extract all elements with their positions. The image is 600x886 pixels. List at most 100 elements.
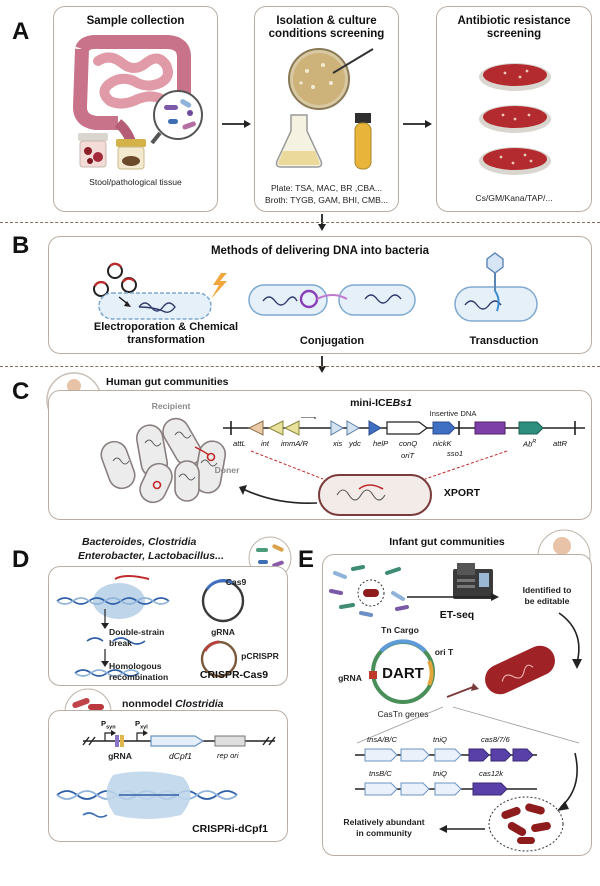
- target-bacterium-illustration: [446, 645, 555, 698]
- section-divider-ab: [0, 222, 600, 223]
- electroporation-label-line2: transformation: [127, 333, 205, 346]
- curved-arrow-to-community-icon: [557, 752, 578, 811]
- abundant-arrow-icon: [439, 825, 485, 833]
- sample-collection-box: Sample collection Stool/pathological tis…: [53, 6, 218, 212]
- genera-line1: Bacteroides, Clostridia: [82, 536, 197, 548]
- p-xyl-text: P: [135, 719, 141, 728]
- petri-dish-stack-illustration: [479, 63, 551, 175]
- identified-arrow-icon: [407, 593, 499, 601]
- intestine-illustration: [72, 35, 203, 170]
- grna-label: gRNA: [211, 627, 235, 637]
- homologous-line2: recombination: [109, 672, 169, 683]
- crispr-cas9-label: CRISPR-Cas9: [199, 669, 269, 681]
- grna-construct-label: gRNA: [108, 751, 132, 761]
- p-syn-sub: syn: [106, 724, 116, 731]
- double-strain-break-label: Double-strain break: [109, 627, 169, 649]
- infant-gut-title: Infant gut communities: [389, 536, 505, 548]
- double-strain-line2: break: [109, 638, 132, 649]
- curved-arrow-down-icon: [558, 612, 582, 669]
- crispri-dcpf1-label: CRISPRi-dCpf1: [192, 823, 268, 835]
- antibiotic-list-caption: Cs/GM/Kana/TAP/...: [475, 193, 553, 203]
- gene-imma-r: immA/R: [281, 439, 308, 448]
- gene-conq: conQ: [399, 439, 418, 448]
- conjugation-label: Conjugation: [299, 335, 365, 347]
- p-syn-text: P: [101, 719, 107, 728]
- mini-ice-title: mini-ICEBs1: [321, 397, 441, 409]
- operon1-tnsabc: tnsA/B/C: [367, 735, 397, 744]
- sample-collection-title: Sample collection: [86, 15, 185, 27]
- zoom-lines: [356, 706, 580, 744]
- et-seq-label: ET-seq: [439, 609, 475, 621]
- identified-line2: be editable: [524, 596, 570, 607]
- nonmodel-italic: Clostridia: [175, 698, 224, 710]
- sequencer-icon: [453, 563, 493, 599]
- operon2-cas12k: cas12k: [479, 769, 504, 778]
- arrow-a1-icon: [222, 120, 251, 128]
- mini-ice-gene-map: [223, 417, 585, 436]
- plate-media-text: Plate: TSA, MAC, BR ,CBA...: [270, 183, 383, 193]
- broth-media-text: Broth: TYGB, GAM, BHI, CMB...: [264, 195, 389, 205]
- operon1-tniq: tniQ: [433, 735, 447, 744]
- electroporation-illustration: [93, 262, 227, 320]
- dcpf1-binding-illustration: [56, 771, 238, 819]
- insertive-dna-label: Insertive DNA: [429, 409, 477, 418]
- panel-c-letter: C: [12, 378, 30, 405]
- antibiotic-resistance-box: Antibiotic resistance screening Cs/GM/Ka…: [436, 6, 592, 212]
- cas9-plasmid-illustration: [201, 579, 245, 623]
- tn-cargo-label: Tn Cargo: [381, 625, 419, 635]
- isolation-title: Isolation & culture conditions screening: [268, 15, 385, 41]
- identified-line1: Identified to: [522, 585, 572, 595]
- pcrispr-label: pCRISPR: [241, 651, 279, 661]
- gene-int: int: [261, 439, 270, 448]
- castn-genes-label: CasTn genes: [377, 709, 429, 719]
- crispri-box: Psyn Pxyl gRNA dCpf1 rep ori CRISPRi-dCp…: [48, 710, 288, 842]
- crispr-cas9-box: Double-strain break Homologous recombina…: [48, 566, 288, 686]
- gene-attl: attL: [233, 439, 246, 448]
- gene-sso1: sso1: [447, 449, 464, 458]
- p-syn-label: Psyn: [101, 719, 116, 731]
- operon1-cas876: cas8/7/6: [481, 735, 510, 744]
- gene-orit: oriT: [401, 451, 415, 460]
- pcrispr-plasmid-illustration: [200, 640, 238, 678]
- gene-help: helP: [373, 439, 389, 448]
- genera-line2: Enterobacter, Lactobacillus...: [78, 550, 224, 562]
- xport-cell-illustration: [250, 450, 508, 516]
- culture-plate-illustration: [275, 48, 374, 170]
- cas9-label: Cas9: [225, 577, 247, 587]
- gene-ydc: ydc: [349, 439, 361, 448]
- human-gut-title: Human gut communities: [106, 376, 229, 388]
- isolation-box: Isolation & culture conditions screening…: [254, 6, 399, 212]
- dna-delivery-box: Methods of delivering DNA into bacteria …: [48, 236, 592, 354]
- gut-bacteria-community-illustration: [100, 417, 227, 504]
- rep-ori-label: rep ori: [217, 751, 239, 760]
- arrow-a-down-icon: [318, 214, 326, 231]
- gene-attr: attR: [553, 439, 567, 448]
- abundant-line2: in community: [356, 828, 412, 839]
- panel-e-letter: E: [298, 546, 315, 573]
- operon2-tniq: tniQ: [433, 769, 447, 778]
- gene-ab-superscript: R: [532, 439, 537, 445]
- arrow-a2-icon: [403, 120, 432, 128]
- infant-community-illustration: [329, 565, 409, 617]
- panel-a-letter: A: [12, 18, 30, 45]
- relatively-abundant-label: Relatively abundant in community: [329, 817, 439, 839]
- panel-d-letter: D: [12, 546, 30, 573]
- xport-return-arrow-icon: [239, 485, 318, 505]
- xport-label: XPORT: [443, 487, 481, 499]
- electroporation-label: Electroporation & Chemical transformatio…: [61, 321, 271, 346]
- dart-plasmid-illustration: [369, 639, 435, 704]
- ori-t-label: ori T: [434, 647, 454, 657]
- castn-operon-map: [355, 748, 537, 796]
- gene-nickk: nickK: [433, 439, 452, 448]
- p-xyl-label: Pxyl: [135, 719, 148, 731]
- xport-box: Recipient Doner mini-ICEBs1 Insertive DN…: [48, 390, 592, 520]
- cas9-cutting-illustration: [56, 575, 170, 677]
- p-xyl-sub: xyl: [140, 724, 148, 731]
- transduction-illustration: [454, 252, 538, 322]
- section-divider-bc: [0, 366, 600, 367]
- electroporation-label-line1: Electroporation & Chemical: [93, 321, 239, 333]
- dart-label: DART: [382, 665, 424, 682]
- mini-ice-italic: Bs1: [392, 397, 412, 409]
- gene-xis: xis: [333, 439, 343, 448]
- abundant-line1: Relatively abundant: [343, 817, 425, 827]
